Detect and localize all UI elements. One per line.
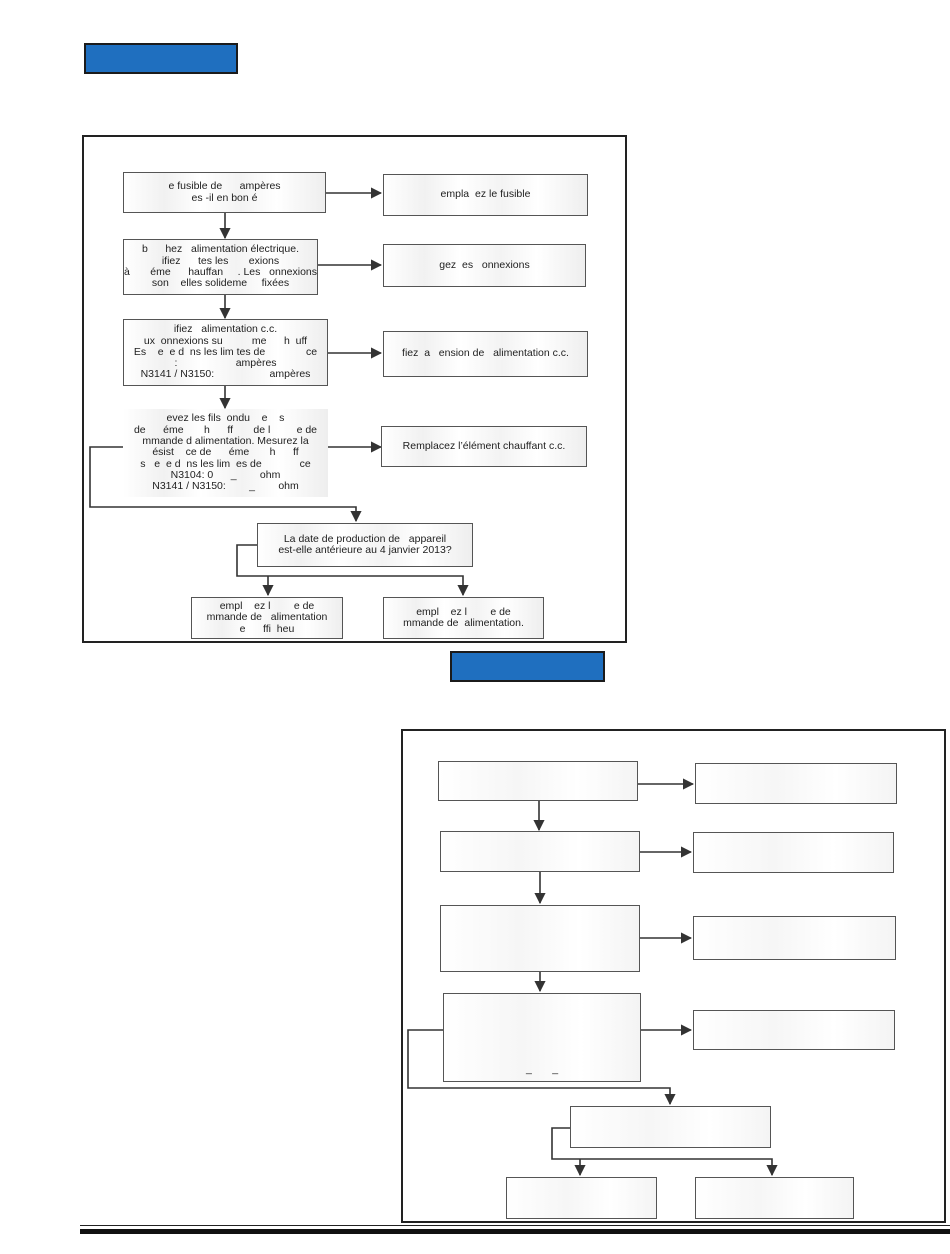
bottom-action-4 (693, 1010, 895, 1050)
question-dc-power: ifiez alimentation c.c.ux onnexions su m… (123, 319, 328, 386)
bottom-action-3 (693, 916, 896, 960)
top-flowchart-frame (82, 135, 627, 643)
bottom-action-2 (693, 832, 894, 873)
footer-rule-thick (80, 1229, 950, 1234)
bottom-question-2 (440, 831, 640, 872)
bottom-action-5-left (506, 1177, 657, 1219)
question-power-connections: b hez alimentation électrique.ifiez tes … (123, 239, 318, 295)
action-replace-fuse: empla ez le fusible (383, 174, 588, 216)
action-fix-connections: gez es onnexions (383, 244, 586, 287)
footer-rule-thin (80, 1225, 950, 1226)
action-check-dc-voltage: fiez a ension de alimentation c.c. (383, 331, 588, 377)
bottom-question-4: _ _ (443, 993, 641, 1082)
bottom-question-4-fragment: _ _ (525, 1062, 559, 1075)
bottom-question-3 (440, 905, 640, 972)
action-replace-heating-element: Remplacez l’élément chauffant c.c. (381, 426, 587, 467)
bottom-question-5 (570, 1106, 771, 1148)
section-tab-top (84, 43, 238, 74)
section-tab-middle (450, 651, 605, 682)
bottom-question-1 (438, 761, 638, 801)
bottom-action-1 (695, 763, 897, 804)
bottom-action-5-right (695, 1177, 854, 1219)
